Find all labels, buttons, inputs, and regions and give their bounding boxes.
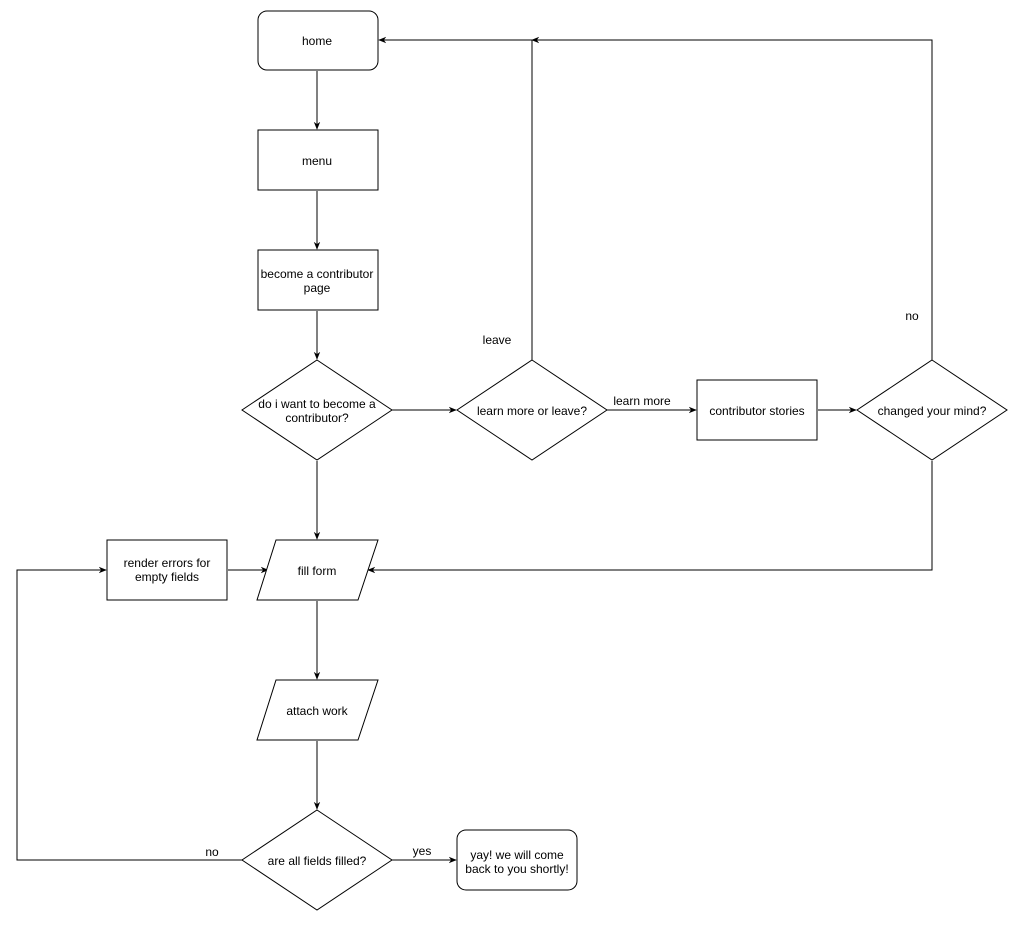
node-home-label: home bbox=[302, 34, 332, 48]
node-attach-work-label: attach work bbox=[286, 704, 348, 718]
node-render-errors[interactable]: render errors for empty fields bbox=[106, 539, 228, 601]
edge-label-learn-more: learn more bbox=[613, 394, 671, 408]
edges bbox=[16, 36, 933, 864]
node-menu-label: menu bbox=[302, 154, 332, 168]
node-contributor-stories-label: contributor stories bbox=[709, 404, 804, 418]
edge-leave-to-home bbox=[378, 36, 533, 360]
node-attach-work[interactable]: attach work bbox=[256, 679, 379, 741]
node-fill-form-label: fill form bbox=[298, 564, 337, 578]
node-menu[interactable]: menu bbox=[257, 129, 379, 191]
node-want-contributor-decision[interactable]: do i want to become a contributor? bbox=[241, 359, 393, 461]
node-success[interactable]: yay! we will come back to you shortly! bbox=[456, 829, 578, 891]
node-render-errors-label-line2: empty fields bbox=[135, 570, 199, 584]
node-learn-or-leave-label: learn more or leave? bbox=[477, 404, 587, 418]
node-success-label-line2: back to you shortly! bbox=[465, 862, 568, 876]
node-want-contributor-label-line1: do i want to become a bbox=[258, 397, 376, 411]
edge-label-no-fields: no bbox=[205, 845, 219, 859]
edge-changed-mind-no-to-home bbox=[531, 36, 933, 360]
node-render-errors-label-line1: render errors for bbox=[124, 556, 211, 570]
node-contributor-page-label-line1: become a contributor bbox=[261, 267, 374, 281]
node-contributor-page-label-line2: page bbox=[304, 281, 331, 295]
node-all-fields-label: are all fields filled? bbox=[268, 854, 367, 868]
node-learn-or-leave-decision[interactable]: learn more or leave? bbox=[456, 359, 608, 461]
node-fill-form[interactable]: fill form bbox=[256, 539, 379, 601]
node-changed-mind-decision[interactable]: changed your mind? bbox=[856, 359, 1008, 461]
node-all-fields-decision[interactable]: are all fields filled? bbox=[241, 809, 393, 911]
node-contributor-page[interactable]: become a contributor page bbox=[257, 249, 379, 311]
node-changed-mind-label: changed your mind? bbox=[878, 404, 987, 418]
edge-label-leave: leave bbox=[483, 333, 512, 347]
edge-label-no-changed-mind: no bbox=[905, 309, 919, 323]
node-want-contributor-label-line2: contributor? bbox=[285, 411, 349, 425]
edge-changed-mind-to-fill-form bbox=[367, 461, 933, 574]
edge-label-yes-fields: yes bbox=[413, 844, 432, 858]
node-contributor-stories[interactable]: contributor stories bbox=[696, 379, 818, 441]
edge-check-no-to-errors bbox=[16, 566, 242, 861]
node-success-label-line1: yay! we will come bbox=[470, 848, 564, 862]
node-home[interactable]: home bbox=[257, 10, 379, 71]
